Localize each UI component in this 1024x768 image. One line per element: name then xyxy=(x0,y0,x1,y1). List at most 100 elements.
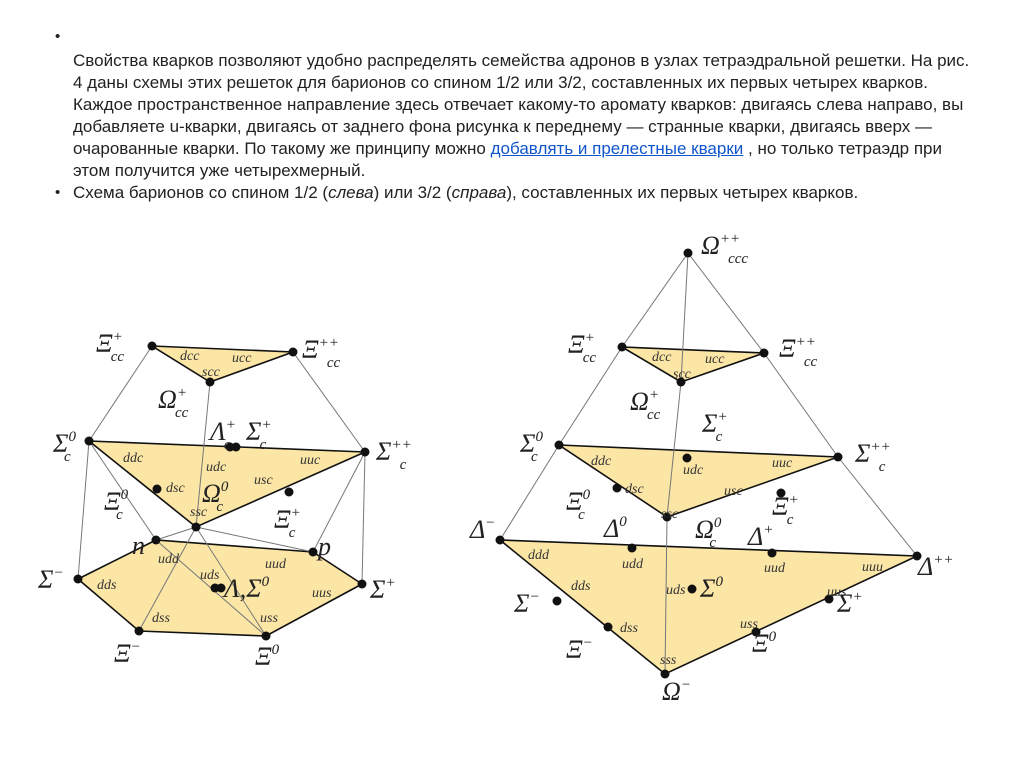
particle-node xyxy=(151,535,161,545)
particle-symbol: Σ+ xyxy=(369,575,396,604)
left-connector-line xyxy=(361,451,366,585)
quark-label: usc xyxy=(724,484,743,499)
particle-node xyxy=(627,543,637,553)
particle-symbol: Ξ++cc xyxy=(302,335,341,371)
particle-symbol: Σ− xyxy=(37,565,64,594)
empty-bullet-row: • xyxy=(55,26,975,48)
particle-symbol: Ξ+c xyxy=(274,505,301,541)
particle-node xyxy=(205,377,215,387)
quark-label: uud xyxy=(764,561,786,576)
paragraph-text-before: Свойства кварков позволяют удобно распре… xyxy=(73,51,970,158)
particle-symbol: Σ++c xyxy=(375,437,412,473)
right-connector-line xyxy=(499,444,560,541)
particle-symbol: Σ0 xyxy=(699,574,723,603)
particle-node xyxy=(308,547,318,557)
particle-symbol: Ω+cc xyxy=(158,385,189,421)
quark-label: ssc xyxy=(661,507,679,522)
quark-label: uus xyxy=(827,585,847,600)
left-connector-line xyxy=(195,526,314,553)
paragraph-row: Свойства кварков позволяют удобно распре… xyxy=(55,50,975,182)
caption-text-a: Схема барионов со спином 1/2 ( xyxy=(73,183,329,202)
particle-node xyxy=(759,348,769,358)
particle-symbol: Σ+c xyxy=(701,409,728,445)
particle-symbol: p xyxy=(316,532,331,561)
particle-symbol: n xyxy=(132,531,145,560)
left-connector-line xyxy=(195,526,267,637)
right-connector-line xyxy=(680,252,689,383)
beauty-quarks-link[interactable]: добавлять и прелестные кварки xyxy=(490,139,744,158)
particle-node xyxy=(495,535,505,545)
particle-node xyxy=(687,584,697,594)
particle-node xyxy=(683,248,693,258)
particle-symbol: Σ++c xyxy=(854,439,891,475)
quark-label: scc xyxy=(202,365,221,380)
left-connector-line xyxy=(88,345,153,442)
quark-label: dsc xyxy=(166,481,185,496)
quark-label: dds xyxy=(97,578,117,593)
particle-symbol: Λ+c xyxy=(207,417,236,453)
particle-symbol: Ξ− xyxy=(114,639,141,668)
right-connector-line xyxy=(558,346,623,446)
quark-label: dsc xyxy=(625,482,644,497)
quark-label: sss xyxy=(660,653,677,668)
quark-label: uds xyxy=(200,568,220,583)
particle-node xyxy=(84,436,94,446)
particle-node xyxy=(147,341,157,351)
quark-label: uud xyxy=(265,557,287,572)
main-paragraph: Свойства кварков позволяют удобно распре… xyxy=(73,50,975,182)
particle-node xyxy=(682,453,692,463)
quark-label: uss xyxy=(260,611,278,626)
caption-text-c: ) или 3/2 ( xyxy=(373,183,452,202)
particle-node xyxy=(552,596,562,606)
particle-node xyxy=(662,512,672,522)
particle-node xyxy=(912,551,922,561)
quark-label: dcc xyxy=(652,350,672,365)
particle-node xyxy=(73,574,83,584)
caption-right-word: справа xyxy=(451,183,507,202)
caption-left-word: слева xyxy=(328,183,374,202)
particle-symbol: Δ+ xyxy=(747,522,773,551)
particle-symbol: Δ++ xyxy=(917,552,954,581)
right-connector-line xyxy=(664,516,668,675)
right-connector-line xyxy=(621,252,689,348)
particle-node xyxy=(231,442,241,452)
particle-node xyxy=(360,447,370,457)
particle-node xyxy=(134,626,144,636)
particle-node xyxy=(676,377,686,387)
bullet-icon: • xyxy=(55,28,61,45)
left-connector-line xyxy=(312,451,366,553)
particle-node xyxy=(554,440,564,450)
figure-caption: Схема барионов со спином 1/2 (слева) или… xyxy=(73,182,975,204)
quark-label: ddc xyxy=(123,451,144,466)
particle-node xyxy=(751,627,761,637)
paragraph-text-after: , но только тетраэдр при этом получится … xyxy=(73,139,943,180)
left-connector-line xyxy=(195,381,211,528)
quark-label: uss xyxy=(740,617,758,632)
right-connector-line xyxy=(687,252,765,354)
particle-node xyxy=(776,488,786,498)
quark-label: dds xyxy=(571,579,591,594)
right-top-layer xyxy=(621,346,765,383)
particle-node xyxy=(261,631,271,641)
particle-symbol: Ξ− xyxy=(566,635,593,664)
particle-node xyxy=(357,579,367,589)
particle-node xyxy=(284,487,294,497)
particle-symbol: Δ− xyxy=(469,515,495,544)
quark-label: uuc xyxy=(772,456,793,471)
right-middle-layer xyxy=(556,444,839,518)
quark-label: dcc xyxy=(180,349,200,364)
quark-label: scc xyxy=(673,367,692,382)
particle-node xyxy=(216,583,226,593)
quark-label: udc xyxy=(206,460,227,475)
particle-symbol: Σ+ xyxy=(836,589,863,618)
left-top-layer xyxy=(148,345,294,383)
particle-symbol: Ξ+cc xyxy=(96,329,124,365)
quark-label: udd xyxy=(622,557,644,572)
quark-label: dss xyxy=(152,611,170,626)
particle-node xyxy=(617,342,627,352)
